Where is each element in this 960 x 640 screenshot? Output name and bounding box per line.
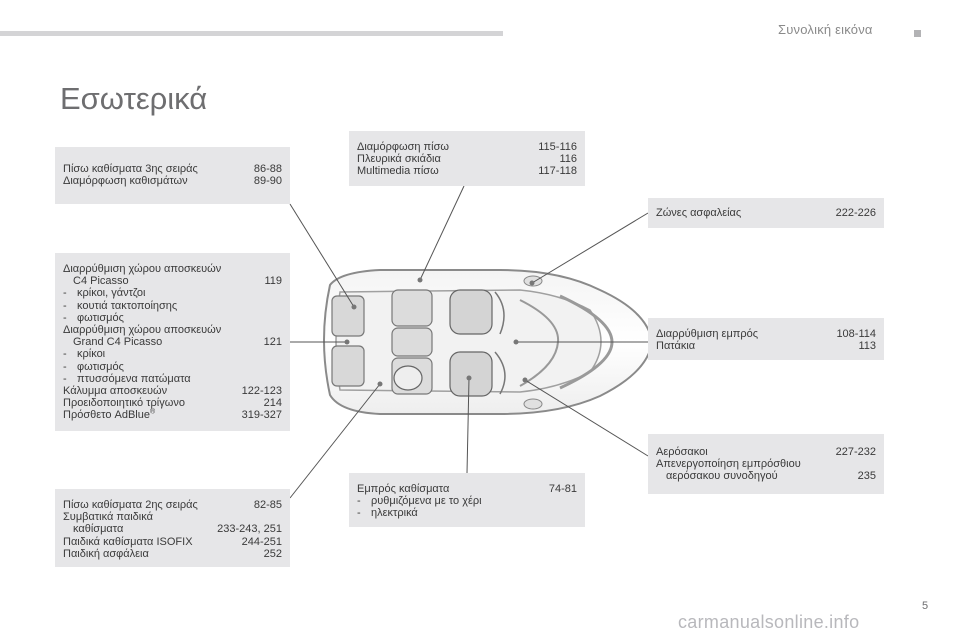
seat-front-right: [449, 351, 493, 397]
dot-third-row: [351, 304, 357, 310]
dot-boot: [344, 339, 350, 345]
seat-second-row-2: [391, 327, 433, 357]
dot-airbags: [522, 377, 528, 383]
dot-rear-config: [417, 277, 423, 283]
leader-third-row: [289, 203, 355, 308]
header-bar: [0, 31, 503, 36]
seat-third-row-right: [331, 345, 365, 387]
child-seat: [393, 365, 423, 391]
mirror-right: [523, 398, 543, 410]
seat-front-left: [449, 289, 493, 335]
seat-third-row-left: [331, 295, 365, 337]
leader-rear-config: [419, 185, 465, 281]
seatbelt-right: [494, 351, 506, 395]
leader-seatbelts: [531, 212, 649, 284]
leader-airbags: [524, 379, 649, 457]
dot-second-row: [377, 381, 383, 387]
leader-front-seats: [466, 377, 470, 474]
corner-marker: [914, 30, 921, 37]
dot-seatbelts: [529, 280, 535, 286]
page-title: Εσωτερικά: [60, 80, 208, 116]
leader-second-row: [289, 383, 381, 499]
seat-second-row-1: [391, 289, 433, 327]
watermark: carmanualsonline.info: [678, 612, 860, 632]
dot-front-seats: [466, 375, 472, 381]
seatbelt-left: [494, 291, 505, 335]
section-title: Συνολική εικόνα: [778, 22, 873, 37]
page-number: 5: [922, 600, 929, 612]
dot-front-layout: [513, 339, 519, 345]
